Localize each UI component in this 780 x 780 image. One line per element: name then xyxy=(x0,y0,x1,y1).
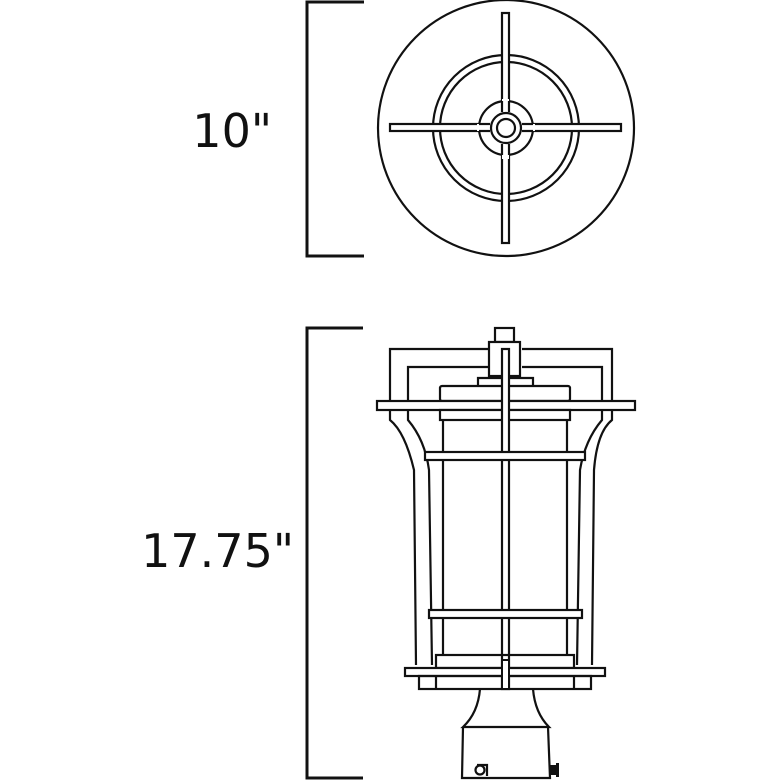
top-view xyxy=(376,0,636,258)
upper-middle-band xyxy=(423,450,587,462)
top-view-outer-circle xyxy=(376,0,636,258)
center-vertical-bar xyxy=(500,347,511,691)
side-view xyxy=(375,326,637,780)
top-view-dimension-bracket xyxy=(305,0,364,258)
finial-cap xyxy=(493,326,516,344)
left-inner-frame xyxy=(406,410,434,666)
height-dimension-label: 17.75" xyxy=(141,524,294,578)
lower-middle-band xyxy=(427,608,584,620)
side-view-dimension-bracket xyxy=(305,326,363,780)
right-inner-frame xyxy=(575,410,604,666)
post-mount-collar xyxy=(460,688,552,729)
top-view-hub-center xyxy=(495,117,517,139)
set-screw-right xyxy=(550,765,556,775)
set-screw-left xyxy=(474,764,486,776)
width-dimension-label: 10" xyxy=(192,104,272,158)
post-mount-base xyxy=(460,726,552,780)
left-outer-frame xyxy=(388,410,418,666)
right-outer-frame xyxy=(590,410,614,666)
